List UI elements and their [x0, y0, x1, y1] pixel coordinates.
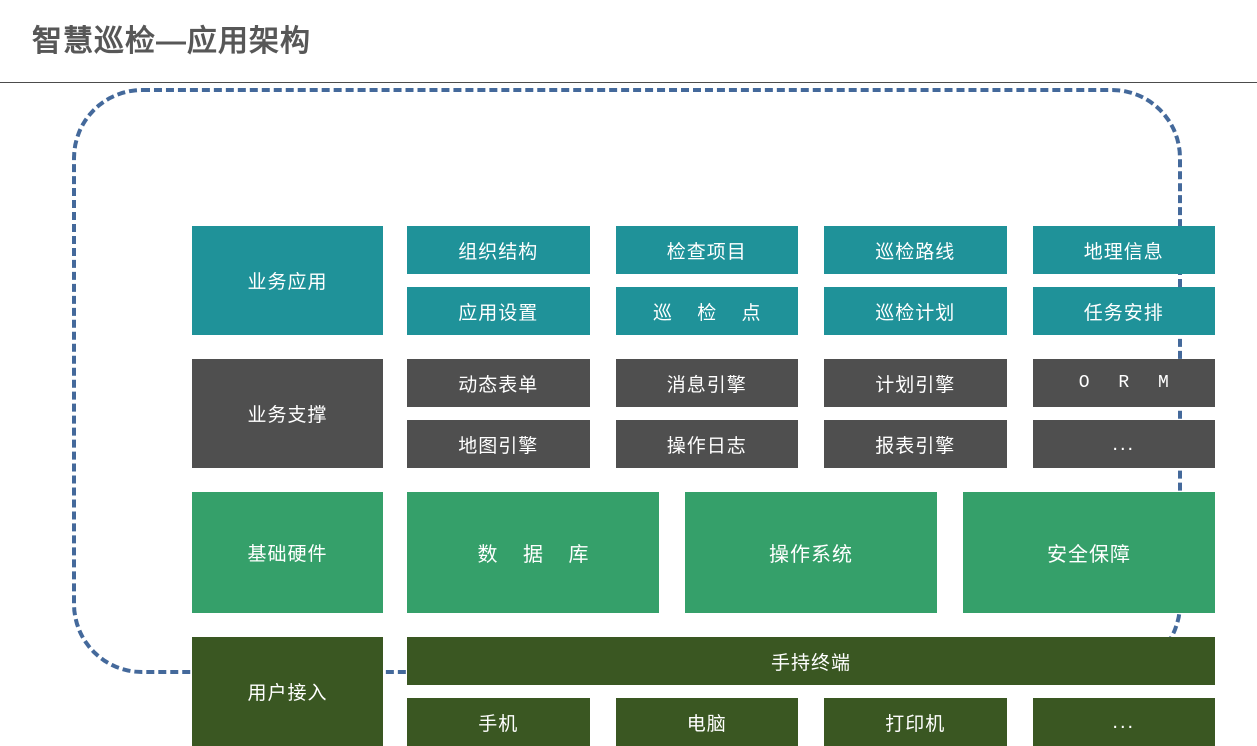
- arch-cell-task-arrangement[interactable]: 任务安排: [1032, 287, 1215, 335]
- arch-row-business-support: 业务支撑 动态表单 消息引擎 计划引擎 O R M 地图引擎 操作日志 报表引擎…: [192, 359, 1215, 468]
- item-line: 地图引擎 操作日志 报表引擎 ...: [407, 420, 1215, 468]
- title-divider: [0, 82, 1257, 83]
- item-line: 手机 电脑 打印机 ...: [407, 698, 1215, 746]
- arch-cell-patrol-plan[interactable]: 巡检计划: [824, 287, 1007, 335]
- arch-cell-database[interactable]: 数 据 库: [407, 492, 659, 613]
- arch-cell-plan-engine[interactable]: 计划引擎: [824, 359, 1007, 407]
- arch-row-user-access: 用户接入 手持终端 手机 电脑 打印机 ...: [192, 637, 1215, 746]
- item-line: 手持终端: [407, 637, 1215, 685]
- arch-cell-inspection-item[interactable]: 检查项目: [615, 226, 798, 274]
- arch-cell-operation-log[interactable]: 操作日志: [615, 420, 798, 468]
- row-items-business-support: 动态表单 消息引擎 计划引擎 O R M 地图引擎 操作日志 报表引擎 ...: [407, 359, 1215, 468]
- item-line: 动态表单 消息引擎 计划引擎 O R M: [407, 359, 1215, 407]
- arch-row-infrastructure: 基础硬件 数 据 库 操作系统 安全保障: [192, 492, 1215, 613]
- arch-cell-handheld-terminal[interactable]: 手持终端: [407, 637, 1215, 685]
- arch-cell-report-engine[interactable]: 报表引擎: [824, 420, 1007, 468]
- arch-cell-support-more[interactable]: ...: [1032, 420, 1215, 468]
- arch-cell-message-engine[interactable]: 消息引擎: [615, 359, 798, 407]
- page-title: 智慧巡检—应用架构: [32, 25, 311, 58]
- arch-cell-operating-system[interactable]: 操作系统: [685, 492, 937, 613]
- arch-cell-computer[interactable]: 电脑: [615, 698, 798, 746]
- arch-cell-security-assurance[interactable]: 安全保障: [963, 492, 1215, 613]
- arch-cell-geo-information[interactable]: 地理信息: [1032, 226, 1215, 274]
- arch-cell-patrol-route[interactable]: 巡检路线: [824, 226, 1007, 274]
- arch-cell-printer[interactable]: 打印机: [824, 698, 1007, 746]
- arch-row-business-applications: 业务应用 组织结构 检查项目 巡检路线 地理信息 应用设置 巡 检 点 巡检计划…: [192, 226, 1215, 335]
- row-label-user-access: 用户接入: [192, 637, 383, 746]
- arch-cell-map-engine[interactable]: 地图引擎: [407, 420, 590, 468]
- item-line: 组织结构 检查项目 巡检路线 地理信息: [407, 226, 1215, 274]
- row-items-user-access: 手持终端 手机 电脑 打印机 ...: [407, 637, 1215, 746]
- arch-cell-access-more[interactable]: ...: [1032, 698, 1215, 746]
- item-line: 应用设置 巡 检 点 巡检计划 任务安排: [407, 287, 1215, 335]
- row-items-business-applications: 组织结构 检查项目 巡检路线 地理信息 应用设置 巡 检 点 巡检计划 任务安排: [407, 226, 1215, 335]
- row-label-business-applications: 业务应用: [192, 226, 383, 335]
- row-label-business-support: 业务支撑: [192, 359, 383, 468]
- arch-cell-app-settings[interactable]: 应用设置: [407, 287, 590, 335]
- row-items-infrastructure: 数 据 库 操作系统 安全保障: [407, 492, 1215, 613]
- row-label-infrastructure: 基础硬件: [192, 492, 383, 613]
- arch-cell-dynamic-form[interactable]: 动态表单: [407, 359, 590, 407]
- architecture-frame: 业务应用 组织结构 检查项目 巡检路线 地理信息 应用设置 巡 检 点 巡检计划…: [72, 88, 1215, 746]
- arch-cell-mobile-phone[interactable]: 手机: [407, 698, 590, 746]
- arch-cell-patrol-point[interactable]: 巡 检 点: [615, 287, 798, 335]
- architecture-diagram: 业务应用 组织结构 检查项目 巡检路线 地理信息 应用设置 巡 检 点 巡检计划…: [192, 226, 1215, 746]
- arch-cell-orm[interactable]: O R M: [1032, 359, 1215, 407]
- item-line: 数 据 库 操作系统 安全保障: [407, 492, 1215, 613]
- arch-cell-org-structure[interactable]: 组织结构: [407, 226, 590, 274]
